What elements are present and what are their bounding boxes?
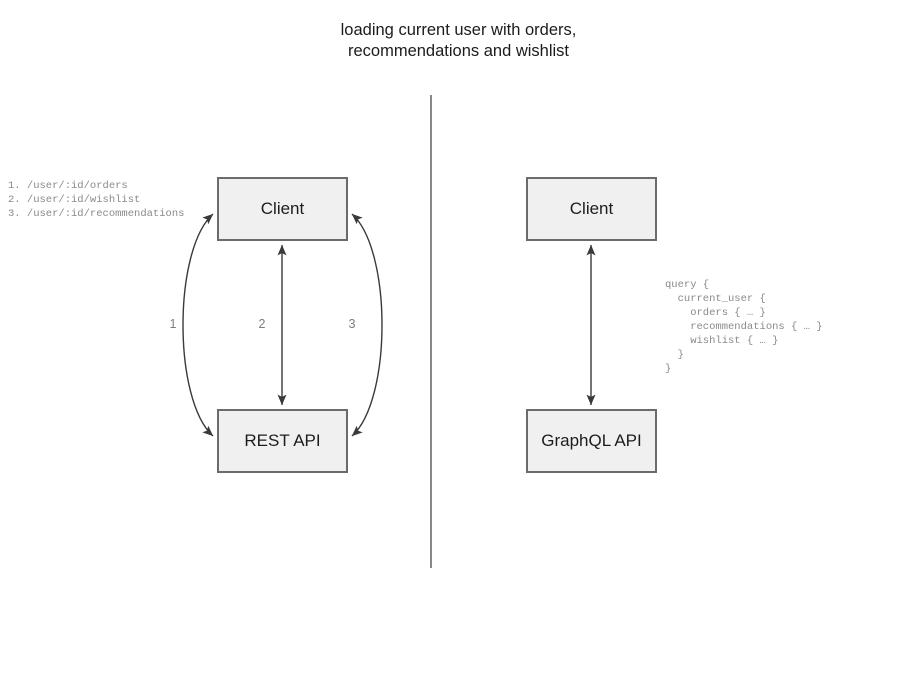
rest-client-box-label: Client bbox=[260, 199, 305, 218]
diagram-title: loading current user with orders, recomm… bbox=[340, 21, 577, 60]
edge-label-2: 2 bbox=[258, 317, 266, 331]
rest-api-box[interactable]: REST API bbox=[217, 409, 348, 473]
graphql-query-snippet: query { current_user { orders { … } reco… bbox=[665, 279, 823, 375]
graphql-client-box-label: Client bbox=[569, 199, 614, 218]
edge-label-3: 3 bbox=[348, 317, 356, 331]
edge-label-1: 1 bbox=[169, 317, 177, 331]
rest-endpoints-list: 1. /user/:id/orders 2. /user/:id/wishlis… bbox=[8, 180, 185, 220]
graphql-api-box-label: GraphQL API bbox=[541, 431, 642, 450]
rest-client-box[interactable]: Client bbox=[217, 177, 348, 241]
connector-rest-1 bbox=[182, 213, 214, 437]
rest-api-box-label: REST API bbox=[244, 431, 321, 450]
graphql-client-box[interactable]: Client bbox=[526, 177, 657, 241]
graphql-api-box[interactable]: GraphQL API bbox=[526, 409, 657, 473]
connector-rest-3 bbox=[351, 213, 383, 437]
